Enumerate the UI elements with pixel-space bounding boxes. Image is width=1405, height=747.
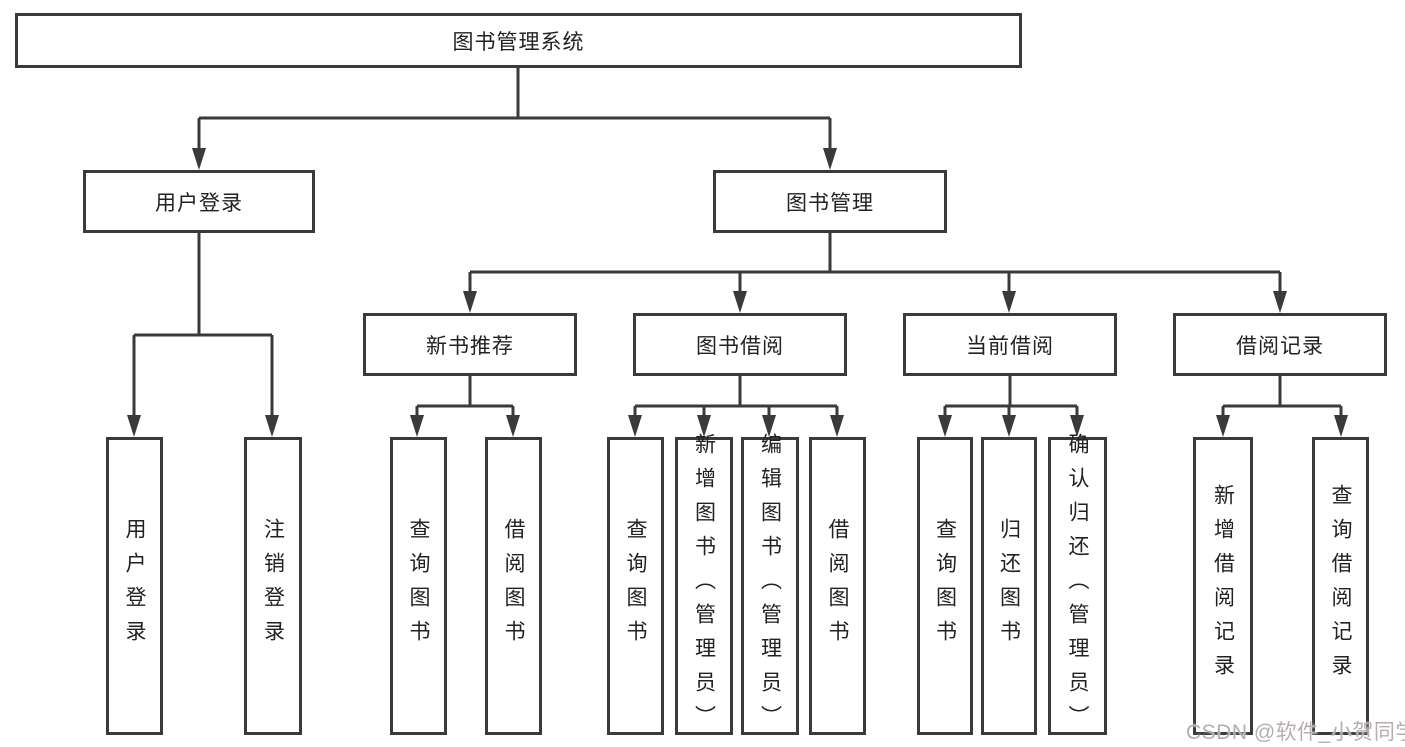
- leaf-return-books-label: 归还图书: [997, 518, 1021, 654]
- node-new-book-recommend-label: 新书推荐: [426, 334, 514, 358]
- node-book-management-label: 图书管理: [786, 191, 874, 215]
- leaf-borrow-books: 借阅图书: [809, 437, 866, 735]
- node-book-management-module: 图书管理: [713, 170, 947, 233]
- leaf-borrow-books-recommend-label: 借阅图书: [502, 518, 525, 654]
- leaf-user-login-label: 用户登录: [123, 518, 146, 654]
- leaf-query-borrow-record-label: 查询借阅记录: [1329, 484, 1352, 688]
- leaf-user-login: 用户登录: [106, 437, 163, 735]
- node-borrowing-records-label: 借阅记录: [1236, 334, 1324, 358]
- csdn-watermark: CSDN @软件_小贺同学: [1186, 721, 1405, 744]
- node-current-borrowing: 当前借阅: [903, 313, 1117, 376]
- leaf-edit-books-admin-label: 编辑图书（管理员）: [758, 433, 782, 739]
- leaf-query-books-recommend: 查询图书: [390, 437, 447, 735]
- leaf-borrow-books-label: 借阅图书: [826, 518, 849, 654]
- arrowhead-group: [127, 148, 1348, 437]
- leaf-query-borrow-record: 查询借阅记录: [1312, 437, 1369, 735]
- node-root-library-management-system: 图书管理系统: [15, 13, 1022, 68]
- leaf-logout: 注销登录: [244, 437, 302, 735]
- leaf-borrow-books-recommend: 借阅图书: [485, 437, 542, 735]
- leaf-return-books: 归还图书: [981, 437, 1037, 735]
- leaf-query-books-borrowing: 查询图书: [607, 437, 664, 735]
- leaf-add-books-admin-label: 新增图书（管理员）: [692, 433, 716, 739]
- leaf-add-books-admin: 新增图书（管理员）: [675, 433, 733, 739]
- node-current-borrowing-label: 当前借阅: [966, 334, 1054, 358]
- leaf-query-books-borrowing-label: 查询图书: [624, 518, 647, 654]
- leaf-add-borrow-record-label: 新增借阅记录: [1211, 484, 1235, 688]
- node-new-book-recommend: 新书推荐: [363, 313, 577, 376]
- leaf-query-books-recommend-label: 查询图书: [407, 518, 430, 654]
- leaf-confirm-return-admin: 确认归还（管理员）: [1048, 433, 1107, 739]
- leaf-query-books-current: 查询图书: [917, 437, 973, 735]
- node-user-login-label: 用户登录: [155, 191, 243, 215]
- node-book-borrowing: 图书借阅: [633, 313, 847, 376]
- leaf-query-books-current-label: 查询图书: [933, 518, 957, 654]
- node-user-login-module: 用户登录: [83, 170, 315, 233]
- node-book-borrowing-label: 图书借阅: [696, 334, 784, 358]
- leaf-logout-label: 注销登录: [261, 518, 285, 654]
- leaf-confirm-return-admin-label: 确认归还（管理员）: [1066, 433, 1089, 739]
- node-root-label: 图书管理系统: [452, 30, 585, 54]
- node-borrowing-records: 借阅记录: [1173, 313, 1387, 376]
- leaf-edit-books-admin: 编辑图书（管理员）: [741, 433, 799, 739]
- leaf-add-borrow-record: 新增借阅记录: [1193, 437, 1253, 735]
